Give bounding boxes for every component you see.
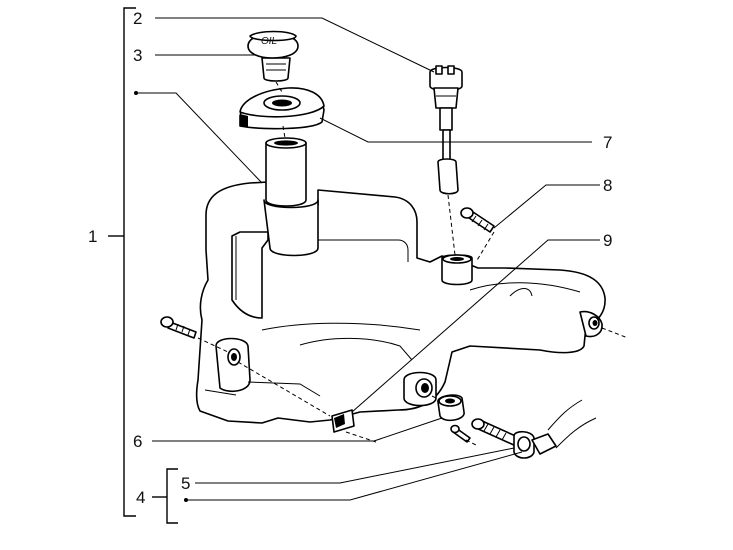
small-screw — [450, 424, 471, 443]
callout-5: 5 — [181, 474, 190, 493]
filler-gasket — [239, 87, 325, 130]
bolt-left — [160, 316, 197, 339]
group-bracket-1 — [108, 7, 136, 517]
screw-8 — [460, 207, 495, 233]
oil-level-sensor — [429, 65, 463, 195]
banjo-fitting — [471, 418, 557, 459]
assembly-axis-lines — [197, 81, 629, 447]
bushing — [437, 394, 465, 422]
group-bracket-4 — [152, 468, 178, 524]
oil-hose — [547, 399, 597, 449]
leader-lines — [134, 17, 600, 502]
callout-8: 8 — [603, 176, 612, 195]
hose-clip — [331, 409, 355, 433]
callout-1: 1 — [88, 227, 97, 246]
callout-3: 3 — [133, 46, 142, 65]
callout-7: 7 — [603, 133, 612, 152]
callout-4: 4 — [136, 488, 145, 507]
callout-2: 2 — [133, 9, 142, 28]
oil-tank-body — [195, 137, 606, 424]
callout-9: 9 — [603, 231, 612, 250]
cap-oil-marking: OIL — [261, 36, 277, 47]
filler-cap: OIL — [247, 30, 299, 82]
callout-6: 6 — [133, 432, 142, 451]
